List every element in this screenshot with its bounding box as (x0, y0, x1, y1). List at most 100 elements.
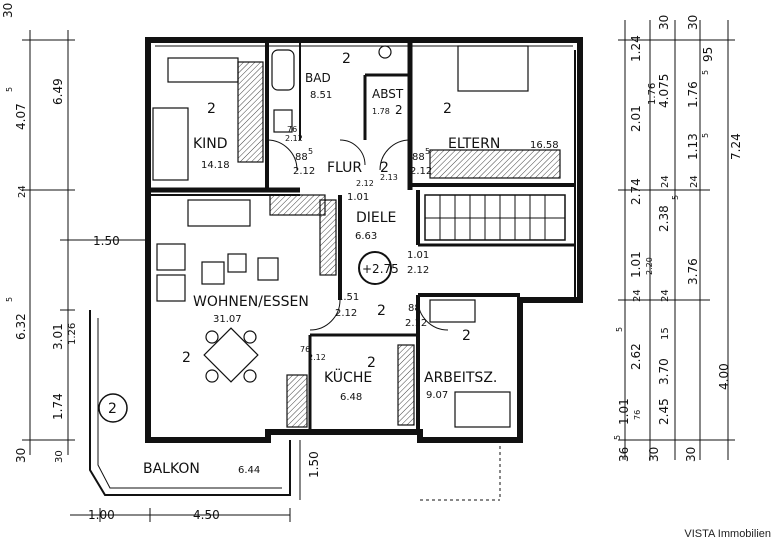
right-dim-28: 5 (613, 435, 622, 440)
wohnen-floor: 2 (182, 350, 191, 366)
right-dim-17: 3.76 (686, 258, 700, 285)
right-dim-11: 2.74 (629, 178, 643, 205)
right-dim-1: 30 (657, 15, 671, 30)
bad-name: BAD (305, 71, 331, 85)
wohnen-name: WOHNEN/ESSEN (193, 294, 309, 310)
right-dim-10: 7.24 (729, 133, 743, 160)
dining-table-icon (203, 327, 259, 383)
arbeitsz-shelf-icon (429, 299, 476, 323)
kind-desk-icon (167, 57, 239, 83)
left-dim-8: 1.26 (67, 323, 78, 345)
flur-dim-a: 88 (295, 152, 308, 163)
desk-icon (454, 391, 511, 428)
arbeitsz-dim-a: 88 (408, 303, 421, 314)
armchair-b-icon (156, 274, 186, 302)
toilet-icon (378, 45, 392, 59)
flur-door-a: 76 (287, 125, 297, 134)
balkon-area: 6.44 (238, 465, 260, 476)
right-dim-30: 30 (684, 447, 698, 462)
arbeitsz-floor: 2 (462, 328, 471, 344)
wohnen-dim-b: 2.12 (335, 308, 357, 319)
bottom-dim-3: 1.50 (307, 451, 321, 478)
right-dim-22: 15 (660, 327, 671, 340)
flur-door-c: 2.13 (380, 173, 398, 182)
eltern-area: 16.58 (530, 140, 559, 151)
right-dim-13: 24 (689, 175, 700, 188)
right-dim-6: 1.76 (647, 83, 658, 105)
stair-mark: +2.75 (362, 262, 399, 276)
kind-floor: 2 (207, 101, 216, 117)
balkon-floor: 2 (108, 401, 117, 417)
arbeitsz-name: ARBEITSZ. (424, 370, 497, 386)
eltern-bed-icon (457, 45, 529, 92)
flur-dim-b: 2.12 (293, 166, 315, 177)
right-dim-14s: 5 (671, 195, 680, 200)
walls (89, 37, 583, 501)
flur-door-b: 2.12 (285, 134, 303, 143)
right-dim-9: 1.13 (686, 133, 700, 160)
right-dim-20s: 5 (615, 327, 624, 332)
right-dim-8: 1.76 (686, 81, 700, 108)
right-dim-21: 3.70 (657, 358, 671, 385)
diele-area: 6.63 (355, 231, 377, 242)
wohnen-floor-b: 2 (377, 303, 386, 319)
arbeitsz-dim-b: 2.12 (405, 318, 427, 329)
left-dim-4: 24 (17, 185, 28, 198)
bad-floor: 2 (342, 51, 351, 67)
left-dim-2: 4.07 (14, 103, 28, 130)
right-dim-27: 36 (617, 447, 631, 462)
right-dim-25: 76 (633, 410, 642, 420)
right-dim-16: 2.20 (645, 257, 654, 275)
left-dim-7: 3.01 (51, 323, 65, 350)
kind-bed-icon (152, 107, 189, 181)
furniture (152, 45, 561, 428)
kueche-dim-a: 76 (300, 345, 310, 354)
eltern-floor: 2 (443, 101, 452, 117)
bottom-dim-2: 4.50 (193, 508, 220, 522)
diele-name: DIELE (356, 210, 396, 226)
coffee-table-icon (201, 261, 225, 285)
kueche-area: 6.48 (340, 392, 362, 403)
arbeitsz-area: 9.07 (426, 390, 448, 401)
hall-cabinet-icon (269, 194, 326, 216)
right-dim-3: 1.24 (629, 35, 643, 62)
kueche-floor: 2 (367, 355, 376, 371)
right-dim-26: 2.45 (657, 398, 671, 425)
kueche-name: KÜCHE (324, 368, 372, 386)
right-dim-7: 4.075 (657, 74, 671, 108)
left-dimensions (22, 30, 301, 522)
room-labels: 2 KIND 14.18 BAD 8.51 2 ABST 1.78 2 2 EL… (108, 51, 559, 477)
kueche-dim-b: 2.12 (308, 353, 326, 362)
flur-name: FLUR (327, 160, 362, 176)
diele-dim-d: 2.12 (407, 265, 429, 276)
right-dim-19: 24 (660, 289, 671, 302)
wohnen-dim-a: 1.51 (337, 292, 359, 303)
wohnen-area: 31.07 (213, 314, 242, 325)
kind-area: 14.18 (201, 160, 230, 171)
abst-floor: 2 (395, 103, 403, 117)
diele-dim-b: 2.12 (356, 179, 374, 188)
right-dim-4: 95 (701, 47, 715, 62)
right-dim-20: 2.62 (629, 343, 643, 370)
balkon-name: BALKON (143, 461, 200, 477)
left-dim-6: 6.32 (14, 313, 28, 340)
left-dim-1: 30 (1, 3, 15, 18)
right-dim-23: 4.00 (717, 363, 731, 390)
armchair-c-icon (257, 257, 279, 281)
right-dim-8s: 5 (701, 70, 710, 75)
basin-icon (273, 109, 293, 133)
eltern-name: ELTERN (448, 136, 500, 152)
flur-dim-d: 2.12 (410, 166, 432, 177)
armchair-a-icon (156, 243, 186, 271)
watermark: VISTA Immobilien (684, 528, 771, 540)
right-dim-14: 2.38 (657, 205, 671, 232)
doors (266, 139, 449, 331)
right-dim-12: 24 (660, 175, 671, 188)
kitchen-counter-icon (286, 374, 308, 428)
flur-dim-a-sup: 5 (308, 147, 313, 156)
flur-dim-c-sup: 5 (425, 147, 430, 156)
right-dimensions (618, 20, 735, 460)
hall-wardrobe-icon (319, 199, 337, 276)
left-dim-3: 6.49 (51, 78, 65, 105)
left-dim-11: 30 (54, 450, 65, 463)
